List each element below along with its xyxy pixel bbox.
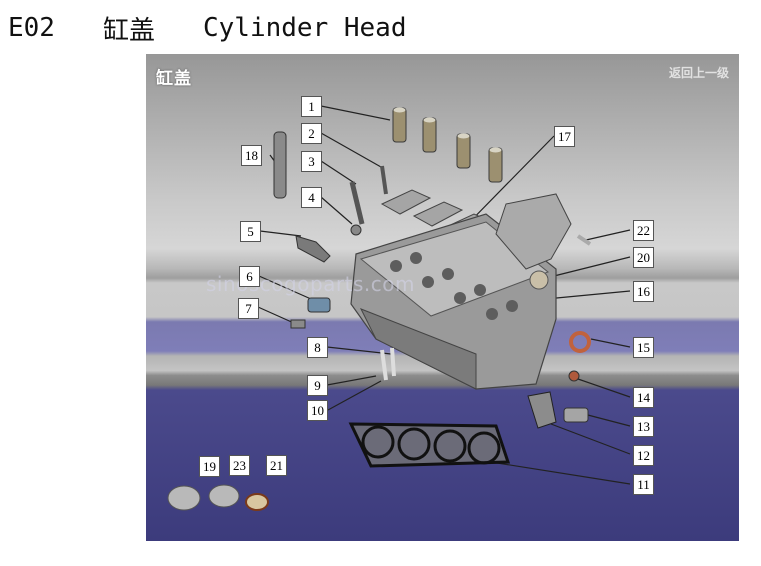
callout-23[interactable]: 23 xyxy=(229,455,250,476)
washer-4 xyxy=(350,224,362,236)
back-link[interactable]: 返回上一级 xyxy=(668,66,729,80)
callout-9[interactable]: 9 xyxy=(307,375,328,396)
head-gasket xyxy=(348,422,511,468)
bracket-18 xyxy=(273,131,287,199)
panel-title: 缸盖 xyxy=(156,69,192,89)
title-chinese: 缸盖 xyxy=(103,15,156,46)
callout-11[interactable]: 11 xyxy=(633,474,654,495)
callout-4[interactable]: 4 xyxy=(301,187,322,208)
callout-2[interactable]: 2 xyxy=(301,123,322,144)
sensor-5 xyxy=(295,235,331,263)
callout-7[interactable]: 7 xyxy=(238,298,259,319)
callout-6[interactable]: 6 xyxy=(239,266,260,287)
gasket-15 xyxy=(569,331,591,353)
fitting-7 xyxy=(290,319,306,329)
bracket-12 xyxy=(527,391,557,429)
connector-6 xyxy=(307,297,331,313)
callout-14[interactable]: 14 xyxy=(633,387,654,408)
callout-22[interactable]: 22 xyxy=(633,220,654,241)
callout-13[interactable]: 13 xyxy=(633,416,654,437)
bolt-2 xyxy=(380,165,388,195)
thermostat-13 xyxy=(563,407,589,423)
seal-14 xyxy=(568,370,580,382)
tappet-cups xyxy=(392,107,503,183)
callout-21[interactable]: 21 xyxy=(266,455,287,476)
page-header: E02 缸盖 Cylinder Head xyxy=(8,10,407,46)
section-code: E02 xyxy=(8,13,55,43)
callout-10[interactable]: 10 xyxy=(307,400,328,421)
bolt-22 xyxy=(576,234,592,246)
callout-20[interactable]: 20 xyxy=(633,247,654,268)
watermark: sinoscogoparts.com xyxy=(206,272,415,296)
callout-15[interactable]: 15 xyxy=(633,337,654,358)
callout-17[interactable]: 17 xyxy=(554,126,575,147)
callout-16[interactable]: 16 xyxy=(633,281,654,302)
title-english: Cylinder Head xyxy=(203,13,407,43)
callout-3[interactable]: 3 xyxy=(301,151,322,172)
valve-8 xyxy=(380,349,388,381)
callout-1[interactable]: 1 xyxy=(301,96,322,117)
callout-5[interactable]: 5 xyxy=(240,221,261,242)
cylinder-head xyxy=(350,193,572,390)
callout-19[interactable]: 19 xyxy=(199,456,220,477)
parts-illustration xyxy=(167,105,631,511)
callout-8[interactable]: 8 xyxy=(307,337,328,358)
callout-12[interactable]: 12 xyxy=(633,445,654,466)
diagram-panel: 缸盖 返回上一级 xyxy=(146,54,739,541)
callout-18[interactable]: 18 xyxy=(241,145,262,166)
stud-3 xyxy=(349,181,365,225)
core-plugs xyxy=(167,484,269,511)
